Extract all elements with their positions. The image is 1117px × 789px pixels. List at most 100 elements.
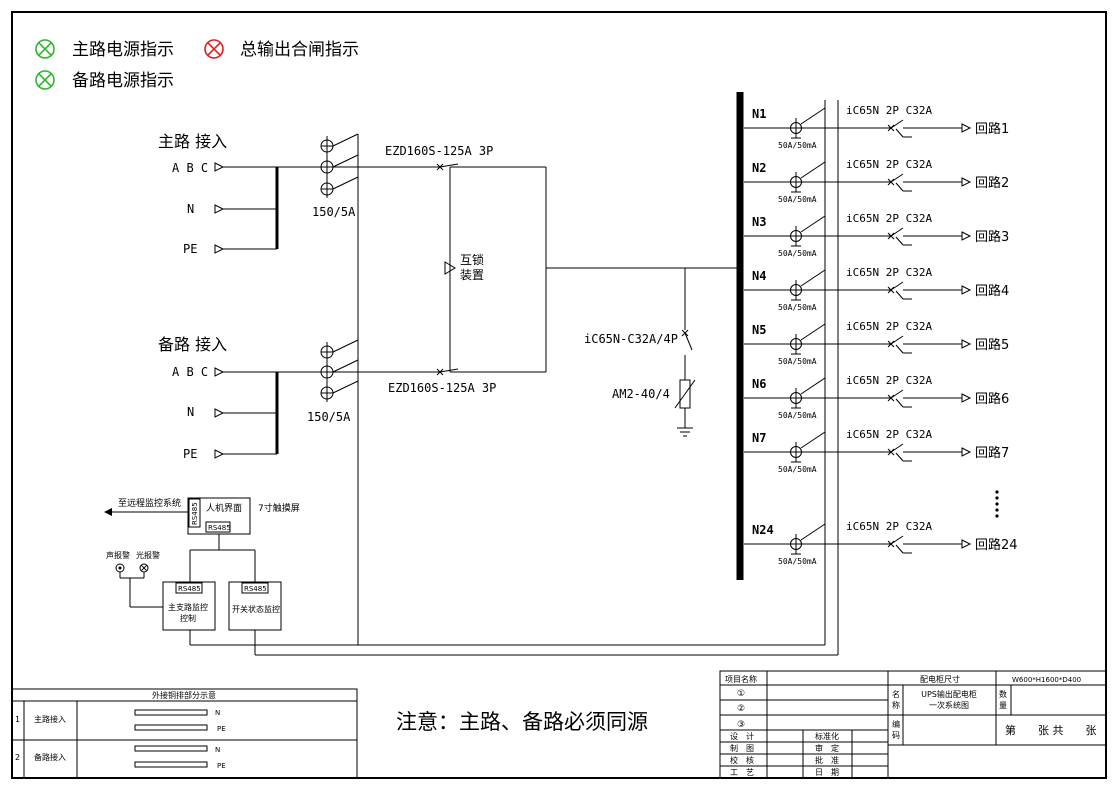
main-branch-monitor-box (162, 581, 216, 631)
feeder-circuit-label: 回路4 (975, 283, 1009, 299)
process-label: 工 艺 (730, 768, 754, 777)
alarm-lamp-icon (139, 563, 149, 573)
feeder-node-label: N24 (752, 523, 774, 537)
main-ctrl-label-1: 主支路监控 (168, 602, 208, 612)
breaker-icon (887, 281, 962, 300)
design-label: 设 计 (730, 731, 754, 741)
terminal-arrow-icon (961, 177, 972, 187)
rcd-transformer-icon (790, 523, 826, 555)
copper-row-2-num: 2 (15, 753, 20, 762)
arrow-left-icon (104, 508, 112, 516)
interlock-label-1: 互锁 (460, 252, 484, 267)
current-transformer-icon (320, 339, 359, 402)
terminal-arrow-icon (961, 285, 972, 295)
lamp-green-icon (35, 39, 55, 59)
feeder-circuit-label: 回路1 (975, 121, 1009, 137)
backup-input-phases: A B C (172, 365, 208, 379)
feeder-circuit-label: 回路24 (975, 537, 1018, 553)
code-label-1: 编 (892, 719, 900, 729)
continuation-dots (995, 490, 999, 518)
feeder-node-label: N4 (752, 269, 766, 283)
feeder-rcd-rating: 50A/50mA (778, 141, 817, 150)
feeder-circuit-label: 回路3 (975, 229, 1009, 245)
copper-row-1-bar2: PE (217, 725, 226, 733)
terminal-arrow-icon (214, 244, 225, 254)
monitoring-system: 至远程监控系统 RS485 人机界面 RS485 7寸触摸屏 声报警 光报警 R… (104, 497, 358, 655)
feeder-breaker-label: iC65N 2P C32A (846, 266, 932, 279)
feeder-rcd-rating: 50A/50mA (778, 195, 817, 204)
standard-label: 标准化 (815, 731, 839, 741)
revision-2: ② (737, 704, 745, 714)
feeder-node-label: N7 (752, 431, 766, 445)
backup-breaker-icon (436, 368, 546, 376)
feeder-rcd-rating: 50A/50mA (778, 465, 817, 474)
main-input-phases: A B C (172, 161, 208, 175)
feeder-circuit-label: 回路2 (975, 175, 1009, 191)
rcd-transformer-icon (790, 215, 826, 247)
earth-bar (134, 761, 208, 768)
feeder-rcd-rating: 50A/50mA (778, 249, 817, 258)
copper-table-title: 外接铜排部分示意 (152, 690, 216, 700)
rcd-transformer-icon (790, 161, 826, 193)
terminal-arrow-icon (214, 449, 225, 459)
feeder-breaker-label: iC65N 2P C32A (846, 158, 932, 171)
backup-ct-rating: 150/5A (307, 410, 351, 424)
main-input: 主路 接入 A B C N PE 150/5A EZD160S-125A 3P (158, 132, 546, 256)
feeder-circuit-label: 回路7 (975, 445, 1009, 461)
interlock-device: 互锁 装置 (444, 167, 547, 372)
name-label-1: 名 (892, 689, 900, 699)
feeder-node-label: N2 (752, 161, 766, 175)
sound-alarm-label: 声报警 (106, 550, 130, 560)
terminal-arrow-icon (961, 393, 972, 403)
feeder-circuit-label: 回路5 (975, 337, 1009, 353)
main-ctrl-label-2: 控制 (180, 613, 196, 623)
light-alarm-label: 光报警 (136, 550, 160, 560)
legend-main-power-label: 主路电源指示 (72, 40, 174, 60)
backup-input: 备路 接入 A B C N PE 150/5A EZD160S-125A 3P (158, 335, 546, 461)
rcd-transformer-icon (790, 377, 826, 409)
feeder-breaker-label: iC65N 2P C32A (846, 428, 932, 441)
lamp-red-icon (204, 39, 224, 59)
main-input-neutral: N (187, 202, 194, 216)
terminal-arrow-icon (214, 162, 225, 172)
main-ct-rating: 150/5A (312, 205, 356, 219)
terminal-arrow-icon (961, 539, 972, 549)
title-block: 项目名称 ① ② ③ 设 计 标准化 制 图 审 定 校 核 批 准 工 艺 日… (719, 670, 1107, 779)
neutral-bar (134, 709, 208, 716)
main-input-title: 主路 接入 (158, 132, 227, 151)
rcd-transformer-icon (790, 323, 826, 355)
date-label: 日 期 (815, 768, 839, 777)
breaker-icon (887, 389, 962, 408)
breaker-icon (887, 535, 962, 554)
approve-label: 批 准 (815, 755, 839, 765)
feeder-n1: N1 50A/50mA iC65N 2P C32A 回路1 (744, 104, 1009, 150)
feeder-breaker-label: iC65N 2P C32A (846, 520, 932, 533)
legend-backup-power-label: 备路电源指示 (72, 71, 174, 91)
feeder-node-label: N5 (752, 323, 766, 337)
draw-label: 制 图 (730, 743, 754, 753)
feeder-breaker-label: iC65N 2P C32A (846, 212, 932, 225)
feeder-breaker-label: iC65N 2P C32A (846, 320, 932, 333)
earth-bar (134, 724, 208, 731)
terminal-arrow-icon (214, 367, 225, 377)
main-breaker-icon (436, 163, 546, 171)
feeder-breaker-label: iC65N 2P C32A (846, 104, 932, 117)
spd-arrester-label: AM2-40/4 (612, 387, 670, 401)
legend-output-closed-label: 总输出合闸指示 (240, 40, 359, 60)
neutral-bar (134, 745, 208, 752)
feeder-node-label: N1 (752, 107, 766, 121)
switch-port-label: RS485 (244, 585, 267, 593)
feeder-n2: N2 50A/50mA iC65N 2P C32A 回路2 (744, 158, 1009, 204)
backup-input-neutral: N (187, 405, 194, 419)
main-breaker-label: EZD160S-125A 3P (385, 144, 493, 158)
feeder-rcd-rating: 50A/50mA (778, 411, 817, 420)
interlock-arrow-icon (444, 261, 456, 275)
terminal-arrow-icon (961, 339, 972, 349)
feeder-node-label: N3 (752, 215, 766, 229)
code-label-2: 码 (892, 731, 900, 740)
hmi-side-port-label: RS485 (191, 502, 199, 525)
revision-3: ③ (737, 720, 745, 730)
legend: 主路电源指示 总输出合闸指示 备路电源指示 (35, 39, 359, 91)
